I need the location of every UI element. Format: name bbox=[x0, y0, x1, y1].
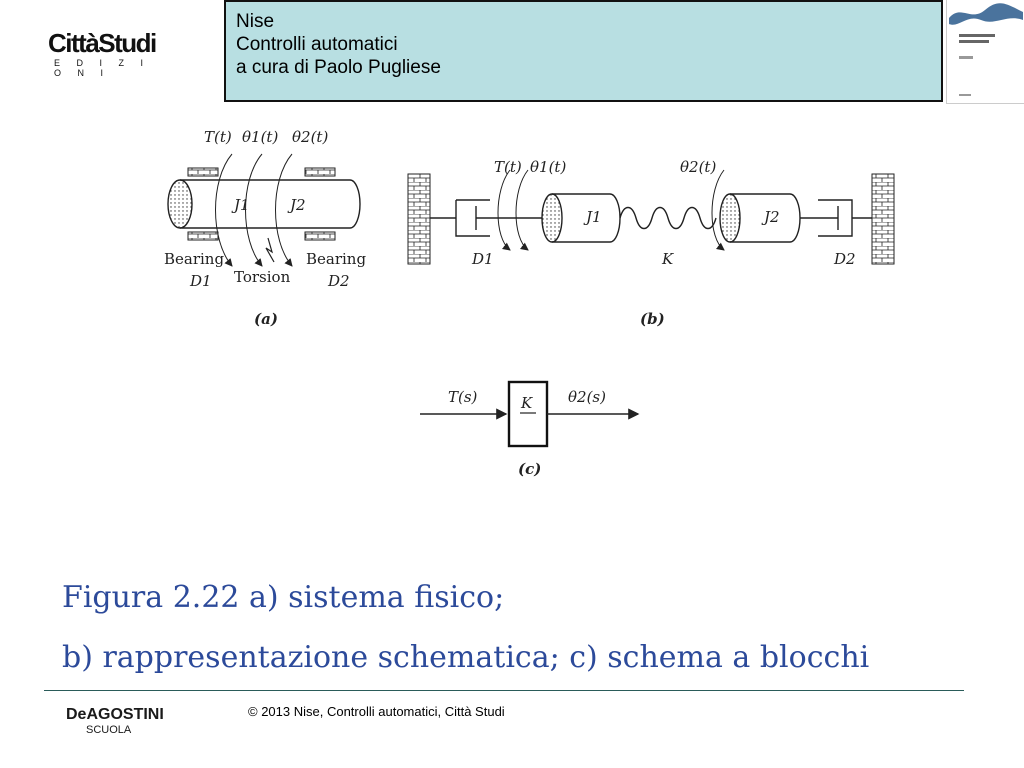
logo-name: CittàStudi bbox=[48, 28, 157, 58]
label-theta2-b: θ2(t) bbox=[680, 158, 716, 176]
caption-c: (c) bbox=[518, 460, 541, 478]
figure-caption: Figura 2.22 a) sistema fisico; b) rappre… bbox=[62, 568, 1002, 688]
footer-divider bbox=[44, 690, 964, 691]
label-bearing-left: Bearing bbox=[164, 250, 224, 268]
bearing-block bbox=[187, 167, 219, 177]
header-line-2: Controlli automatici bbox=[236, 34, 398, 55]
label-torque-b: T(t) bbox=[494, 158, 522, 176]
label-j1: J1 bbox=[231, 196, 250, 214]
deagostini-brand: DeAGOSTINI bbox=[66, 706, 164, 723]
label-d1-a: D1 bbox=[189, 272, 212, 290]
label-j1-b: J1 bbox=[583, 208, 602, 226]
input-label: T(s) bbox=[448, 388, 478, 406]
gain-block bbox=[507, 380, 549, 448]
label-d2-b: D2 bbox=[833, 250, 856, 268]
header-line-1: Nise bbox=[236, 11, 275, 32]
copyright-text: © 2013 Nise, Controlli automatici, Città… bbox=[248, 704, 505, 719]
label-d1-b: D1 bbox=[471, 250, 494, 268]
bearing-block bbox=[304, 167, 336, 177]
caption-a: (a) bbox=[254, 310, 278, 328]
label-torque: T(t) bbox=[204, 128, 232, 146]
header-box: Nise Controlli automatici a cura di Paol… bbox=[224, 0, 943, 102]
output-label: θ2(s) bbox=[568, 388, 606, 406]
spring-k bbox=[619, 206, 717, 230]
label-theta1-b: θ1(t) bbox=[530, 158, 566, 176]
label-j2-b: J2 bbox=[761, 208, 780, 226]
logo-sub: E D I Z I O N I bbox=[54, 58, 151, 78]
deagostini-logo: DeAGOSTINI SCUOLA bbox=[66, 706, 206, 738]
bearing-block bbox=[304, 231, 336, 241]
caption-line-2: b) rappresentazione schematica; c) schem… bbox=[62, 640, 870, 675]
diagram-a: T(t) θ1(t) θ2(t) J1 J2 Bearing D1 Torsio… bbox=[164, 128, 366, 328]
shaft-end bbox=[167, 179, 193, 229]
bearing-block bbox=[187, 231, 219, 241]
header-line-3: a cura di Paolo Pugliese bbox=[236, 57, 441, 78]
wall-right bbox=[871, 173, 895, 265]
wall-left bbox=[407, 173, 431, 265]
book-cover-thumbnail bbox=[946, 0, 1024, 104]
caption-b: (b) bbox=[640, 310, 665, 328]
caption-line-1: Figura 2.22 a) sistema fisico; bbox=[62, 580, 505, 615]
deagostini-school: SCUOLA bbox=[86, 724, 132, 736]
label-theta1: θ1(t) bbox=[242, 128, 278, 146]
mechanical-system-figure: T(t) θ1(t) θ2(t) J1 J2 Bearing D1 Torsio… bbox=[150, 110, 910, 490]
diagram-b: T(t) θ1(t) θ2(t) J1 K J2 D1 D2 (b) bbox=[407, 158, 895, 328]
label-bearing-right: Bearing bbox=[306, 250, 366, 268]
label-k-b: K bbox=[661, 250, 674, 268]
damper-d1 bbox=[455, 199, 490, 237]
block-diagram-c: K T(s) θ2(s) (c) bbox=[420, 380, 640, 478]
label-torsion: Torsion bbox=[234, 268, 291, 286]
label-j2: J2 bbox=[287, 196, 306, 214]
label-theta2: θ2(t) bbox=[292, 128, 328, 146]
label-d2-a: D2 bbox=[327, 272, 350, 290]
block-gain-label: K bbox=[520, 394, 533, 412]
cittastudi-logo: CittàStudi E D I Z I O N I bbox=[48, 28, 160, 78]
